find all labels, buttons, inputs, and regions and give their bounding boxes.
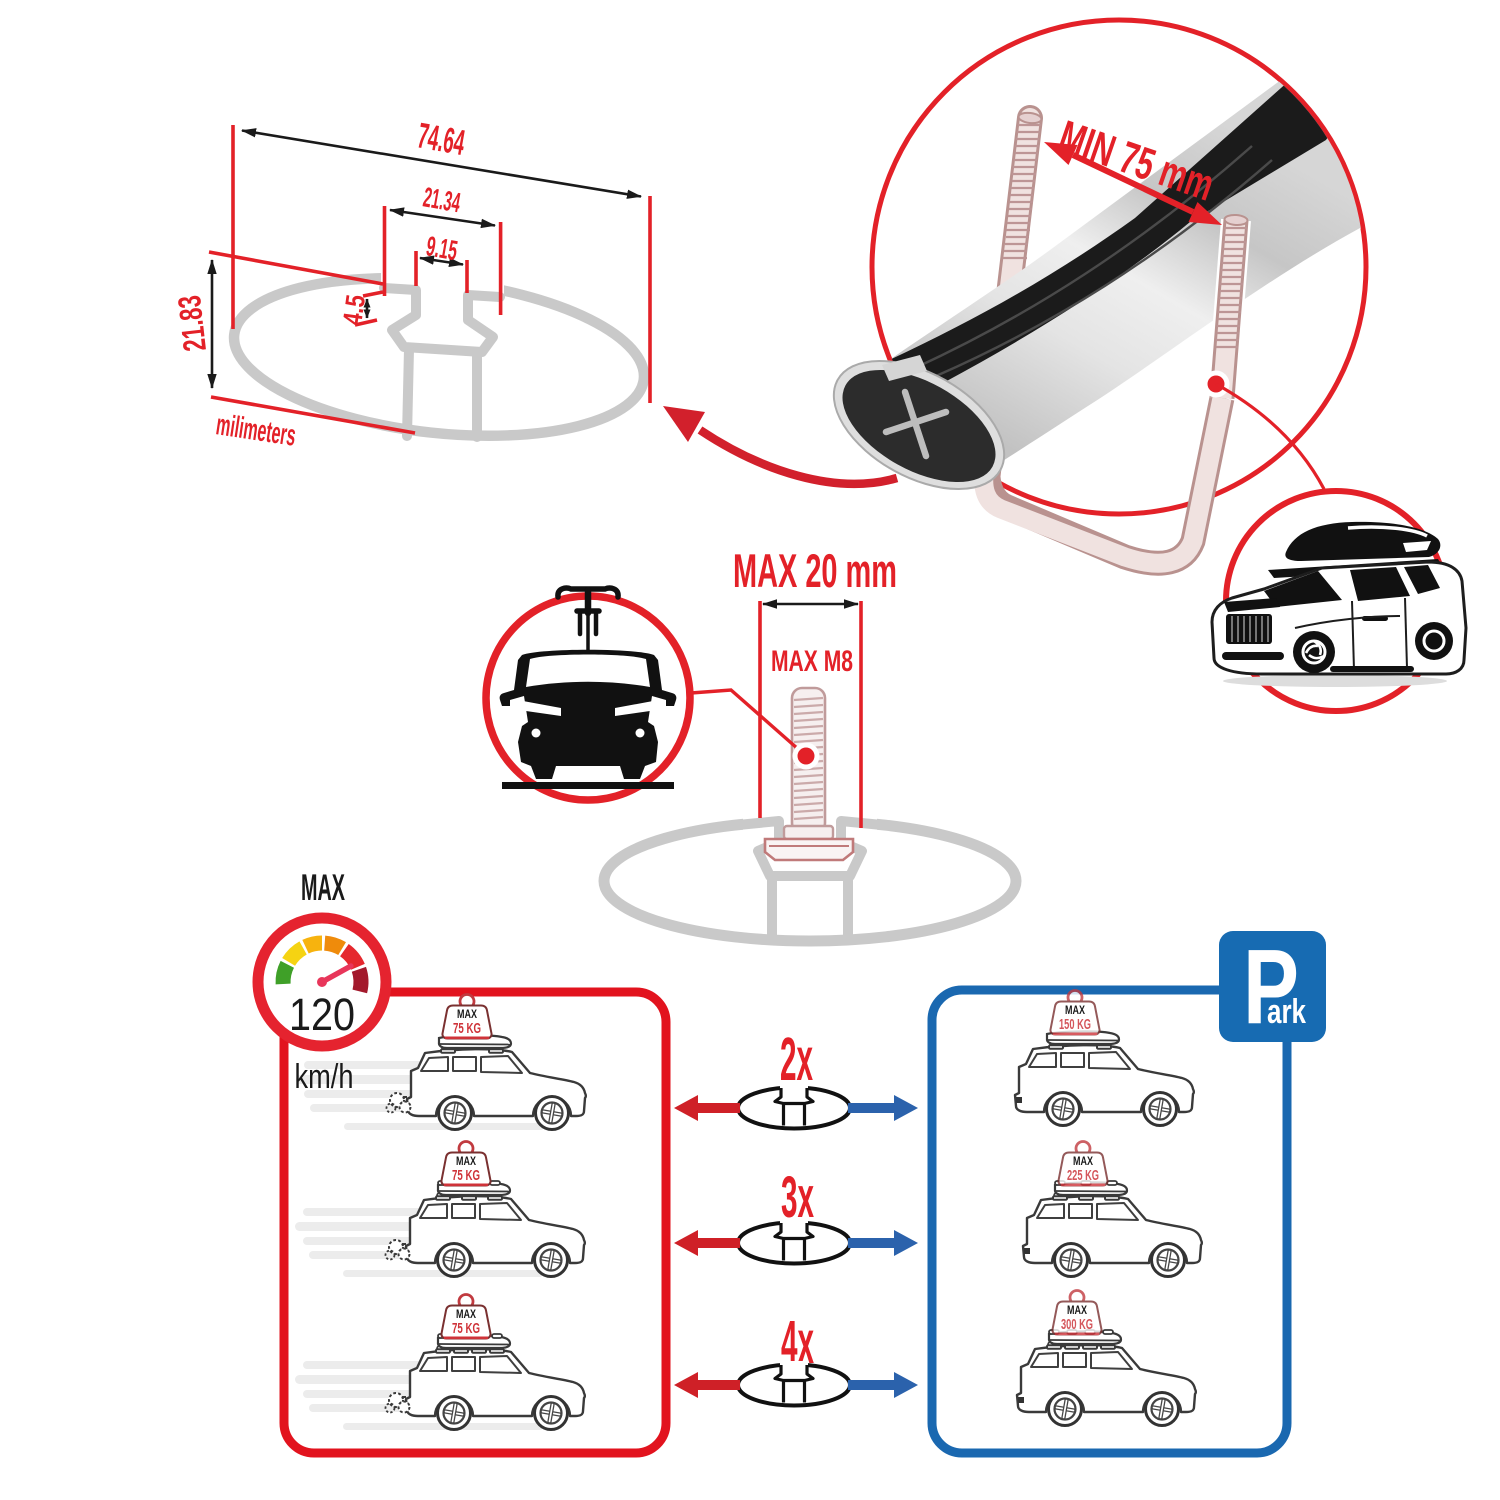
svg-text:km/h: km/h bbox=[295, 1058, 354, 1096]
svg-text:74.64: 74.64 bbox=[415, 115, 468, 164]
svg-text:9.15: 9.15 bbox=[424, 230, 460, 266]
svg-text:21.83: 21.83 bbox=[171, 294, 213, 354]
svg-text:MAX 20 mm: MAX 20 mm bbox=[733, 544, 897, 597]
svg-text:MAX: MAX bbox=[457, 1007, 477, 1021]
svg-text:P: P bbox=[1243, 928, 1299, 1046]
svg-text:21.34: 21.34 bbox=[421, 181, 463, 218]
svg-text:75 KG: 75 KG bbox=[452, 1321, 480, 1337]
svg-text:2x: 2x bbox=[780, 1025, 813, 1093]
svg-text:MAX: MAX bbox=[1073, 1154, 1093, 1168]
svg-text:MAX: MAX bbox=[456, 1307, 476, 1321]
svg-text:MAX: MAX bbox=[301, 867, 345, 908]
svg-text:4.5: 4.5 bbox=[337, 293, 371, 327]
svg-text:75 KG: 75 KG bbox=[452, 1168, 480, 1184]
svg-text:300 KG: 300 KG bbox=[1061, 1317, 1093, 1333]
svg-text:120: 120 bbox=[289, 989, 355, 1040]
svg-text:MAX: MAX bbox=[1065, 1003, 1085, 1017]
svg-text:225 KG: 225 KG bbox=[1067, 1168, 1099, 1184]
svg-text:75 KG: 75 KG bbox=[453, 1021, 481, 1037]
svg-text:ark: ark bbox=[1267, 993, 1306, 1031]
svg-text:150 KG: 150 KG bbox=[1059, 1017, 1091, 1033]
svg-text:MAX: MAX bbox=[456, 1154, 476, 1168]
svg-text:MAX M8: MAX M8 bbox=[771, 645, 853, 678]
svg-text:MAX: MAX bbox=[1067, 1303, 1087, 1317]
